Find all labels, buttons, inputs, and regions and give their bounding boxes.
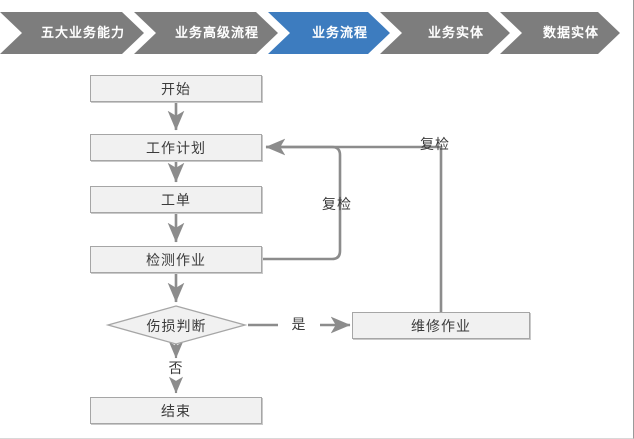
edge-label-yes: 是 (291, 316, 307, 332)
breadcrumb-shape-1[interactable] (134, 12, 278, 54)
node-repair[interactable]: 维修作业 (352, 312, 530, 339)
edge-label-recheck-outer: 复检 (420, 136, 450, 152)
breadcrumb-shape-2[interactable] (268, 12, 390, 54)
breadcrumb-shape-4[interactable] (500, 12, 620, 54)
node-start[interactable]: 开始 (90, 75, 262, 102)
edge-repair-recheck-loop (266, 145, 443, 312)
node-inspection[interactable]: 检测作业 (90, 246, 262, 273)
node-work-plan[interactable]: 工作计划 (90, 134, 262, 161)
node-start-label: 开始 (161, 80, 191, 97)
node-end-label: 结束 (161, 402, 191, 419)
node-work-order[interactable]: 工单 (90, 186, 262, 213)
breadcrumb-shapes (0, 12, 620, 54)
node-work-plan-label: 工作计划 (146, 139, 206, 156)
breadcrumb-shape-3[interactable] (380, 12, 510, 54)
edge-label-no: 否 (168, 360, 184, 376)
breadcrumb: 五大业务能力 业务高级流程 业务流程 业务实体 数据实体 (0, 12, 633, 54)
node-inspection-label: 检测作业 (146, 251, 206, 268)
node-work-order-label: 工单 (161, 191, 191, 208)
breadcrumb-shape-0[interactable] (0, 12, 144, 54)
node-repair-label: 维修作业 (411, 317, 471, 334)
edge-label-recheck-inner: 复检 (322, 196, 352, 212)
node-end[interactable]: 结束 (90, 397, 262, 424)
node-damage-decision-label: 伤损判断 (146, 318, 207, 334)
